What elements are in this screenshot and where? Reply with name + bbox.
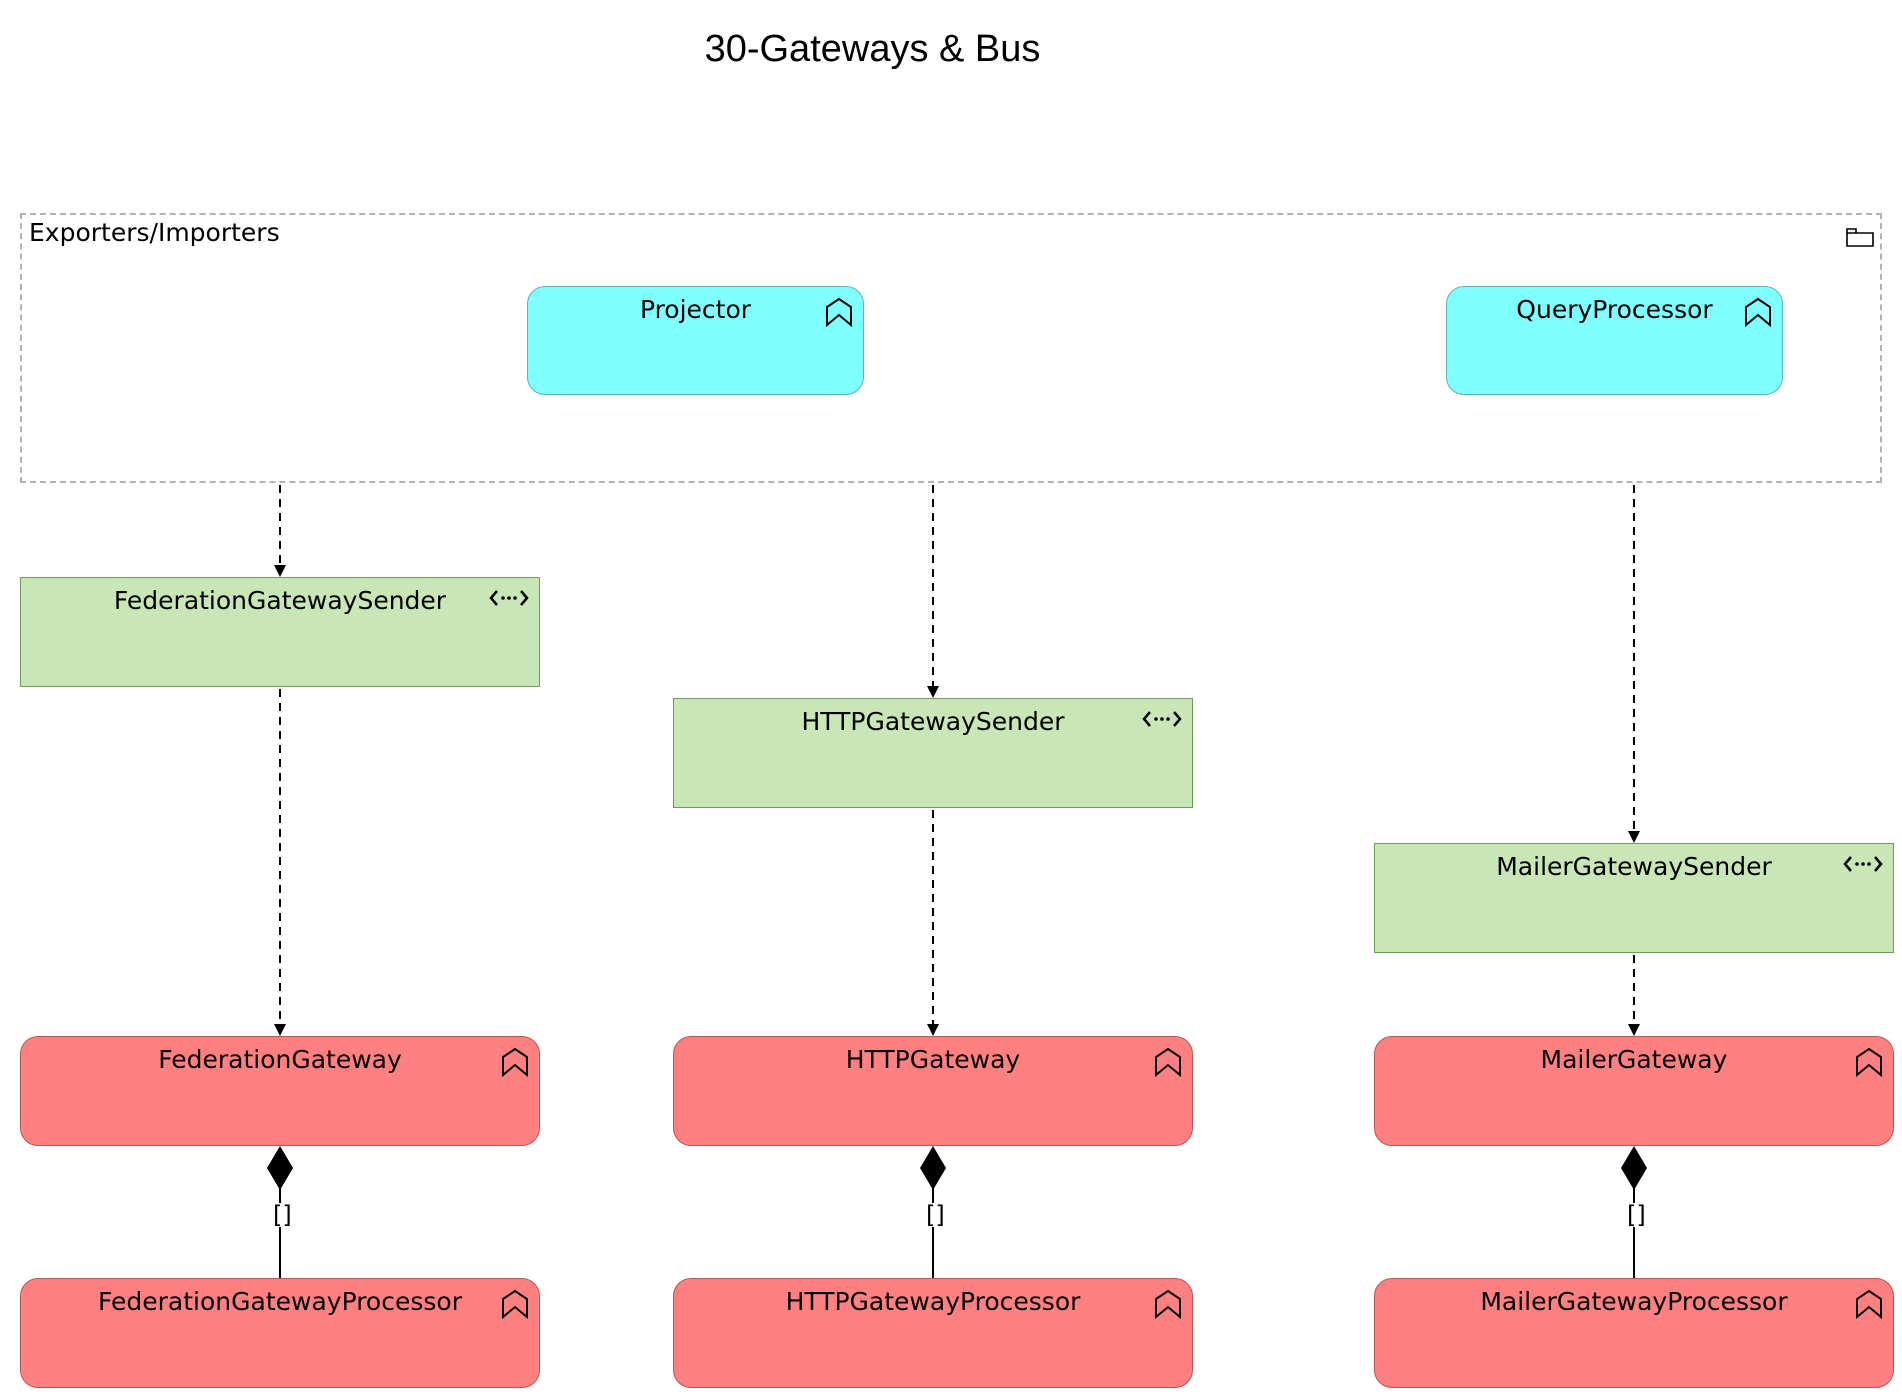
folder-icon <box>1846 225 1874 252</box>
composition-diamond <box>920 1146 946 1190</box>
group-label: Exporters/Importers <box>29 218 280 247</box>
application-component-icon <box>1154 1047 1182 1082</box>
interface-label: FederationGatewaySender <box>113 586 447 615</box>
component-label: MailerGatewayProcessor <box>1480 1287 1788 1316</box>
composition-diamond <box>267 1146 293 1190</box>
queryprocessor-component[interactable]: QueryProcessor <box>1446 286 1783 395</box>
application-component-icon <box>1855 1047 1883 1082</box>
application-component-icon <box>1744 297 1772 332</box>
mailergatewayprocessor-component[interactable]: MailerGatewayProcessor <box>1374 1278 1894 1388</box>
multiplicity-label: [] <box>272 1201 293 1229</box>
httpgatewaysender-interface[interactable]: HTTPGatewaySender <box>673 698 1193 808</box>
diagram-title: 30-Gateways & Bus <box>704 28 1041 70</box>
httpgatewayprocessor-component[interactable]: HTTPGatewayProcessor <box>673 1278 1193 1388</box>
federationgatewaysender-interface[interactable]: FederationGatewaySender <box>20 577 540 687</box>
component-label: QueryProcessor <box>1516 295 1713 324</box>
exporters-importers-group[interactable]: Exporters/Importers <box>20 213 1882 483</box>
component-label: HTTPGatewayProcessor <box>785 1287 1081 1316</box>
projector-component[interactable]: Projector <box>527 286 864 395</box>
application-component-icon <box>501 1047 529 1082</box>
component-label: FederationGateway <box>158 1045 402 1074</box>
multiplicity-label: [] <box>1626 1201 1647 1229</box>
application-component-icon <box>501 1289 529 1324</box>
interface-label: MailerGatewaySender <box>1496 852 1772 881</box>
federationgateway-component[interactable]: FederationGateway <box>20 1036 540 1146</box>
interface-label: HTTPGatewaySender <box>801 707 1065 736</box>
component-label: HTTPGateway <box>845 1045 1021 1074</box>
composition-diamond <box>1621 1146 1647 1190</box>
interface-arrows-icon <box>489 588 529 613</box>
component-label: FederationGatewayProcessor <box>98 1287 462 1316</box>
application-component-icon <box>825 297 853 332</box>
mailergateway-component[interactable]: MailerGateway <box>1374 1036 1894 1146</box>
federationgatewayprocessor-component[interactable]: FederationGatewayProcessor <box>20 1278 540 1388</box>
application-component-icon <box>1855 1289 1883 1324</box>
multiplicity-label: [] <box>925 1201 946 1229</box>
application-component-icon <box>1154 1289 1182 1324</box>
mailergatewaysender-interface[interactable]: MailerGatewaySender <box>1374 843 1894 953</box>
interface-arrows-icon <box>1843 854 1883 879</box>
component-label: MailerGateway <box>1540 1045 1728 1074</box>
httpgateway-component[interactable]: HTTPGateway <box>673 1036 1193 1146</box>
interface-arrows-icon <box>1142 709 1182 734</box>
component-label: Projector <box>639 295 752 324</box>
